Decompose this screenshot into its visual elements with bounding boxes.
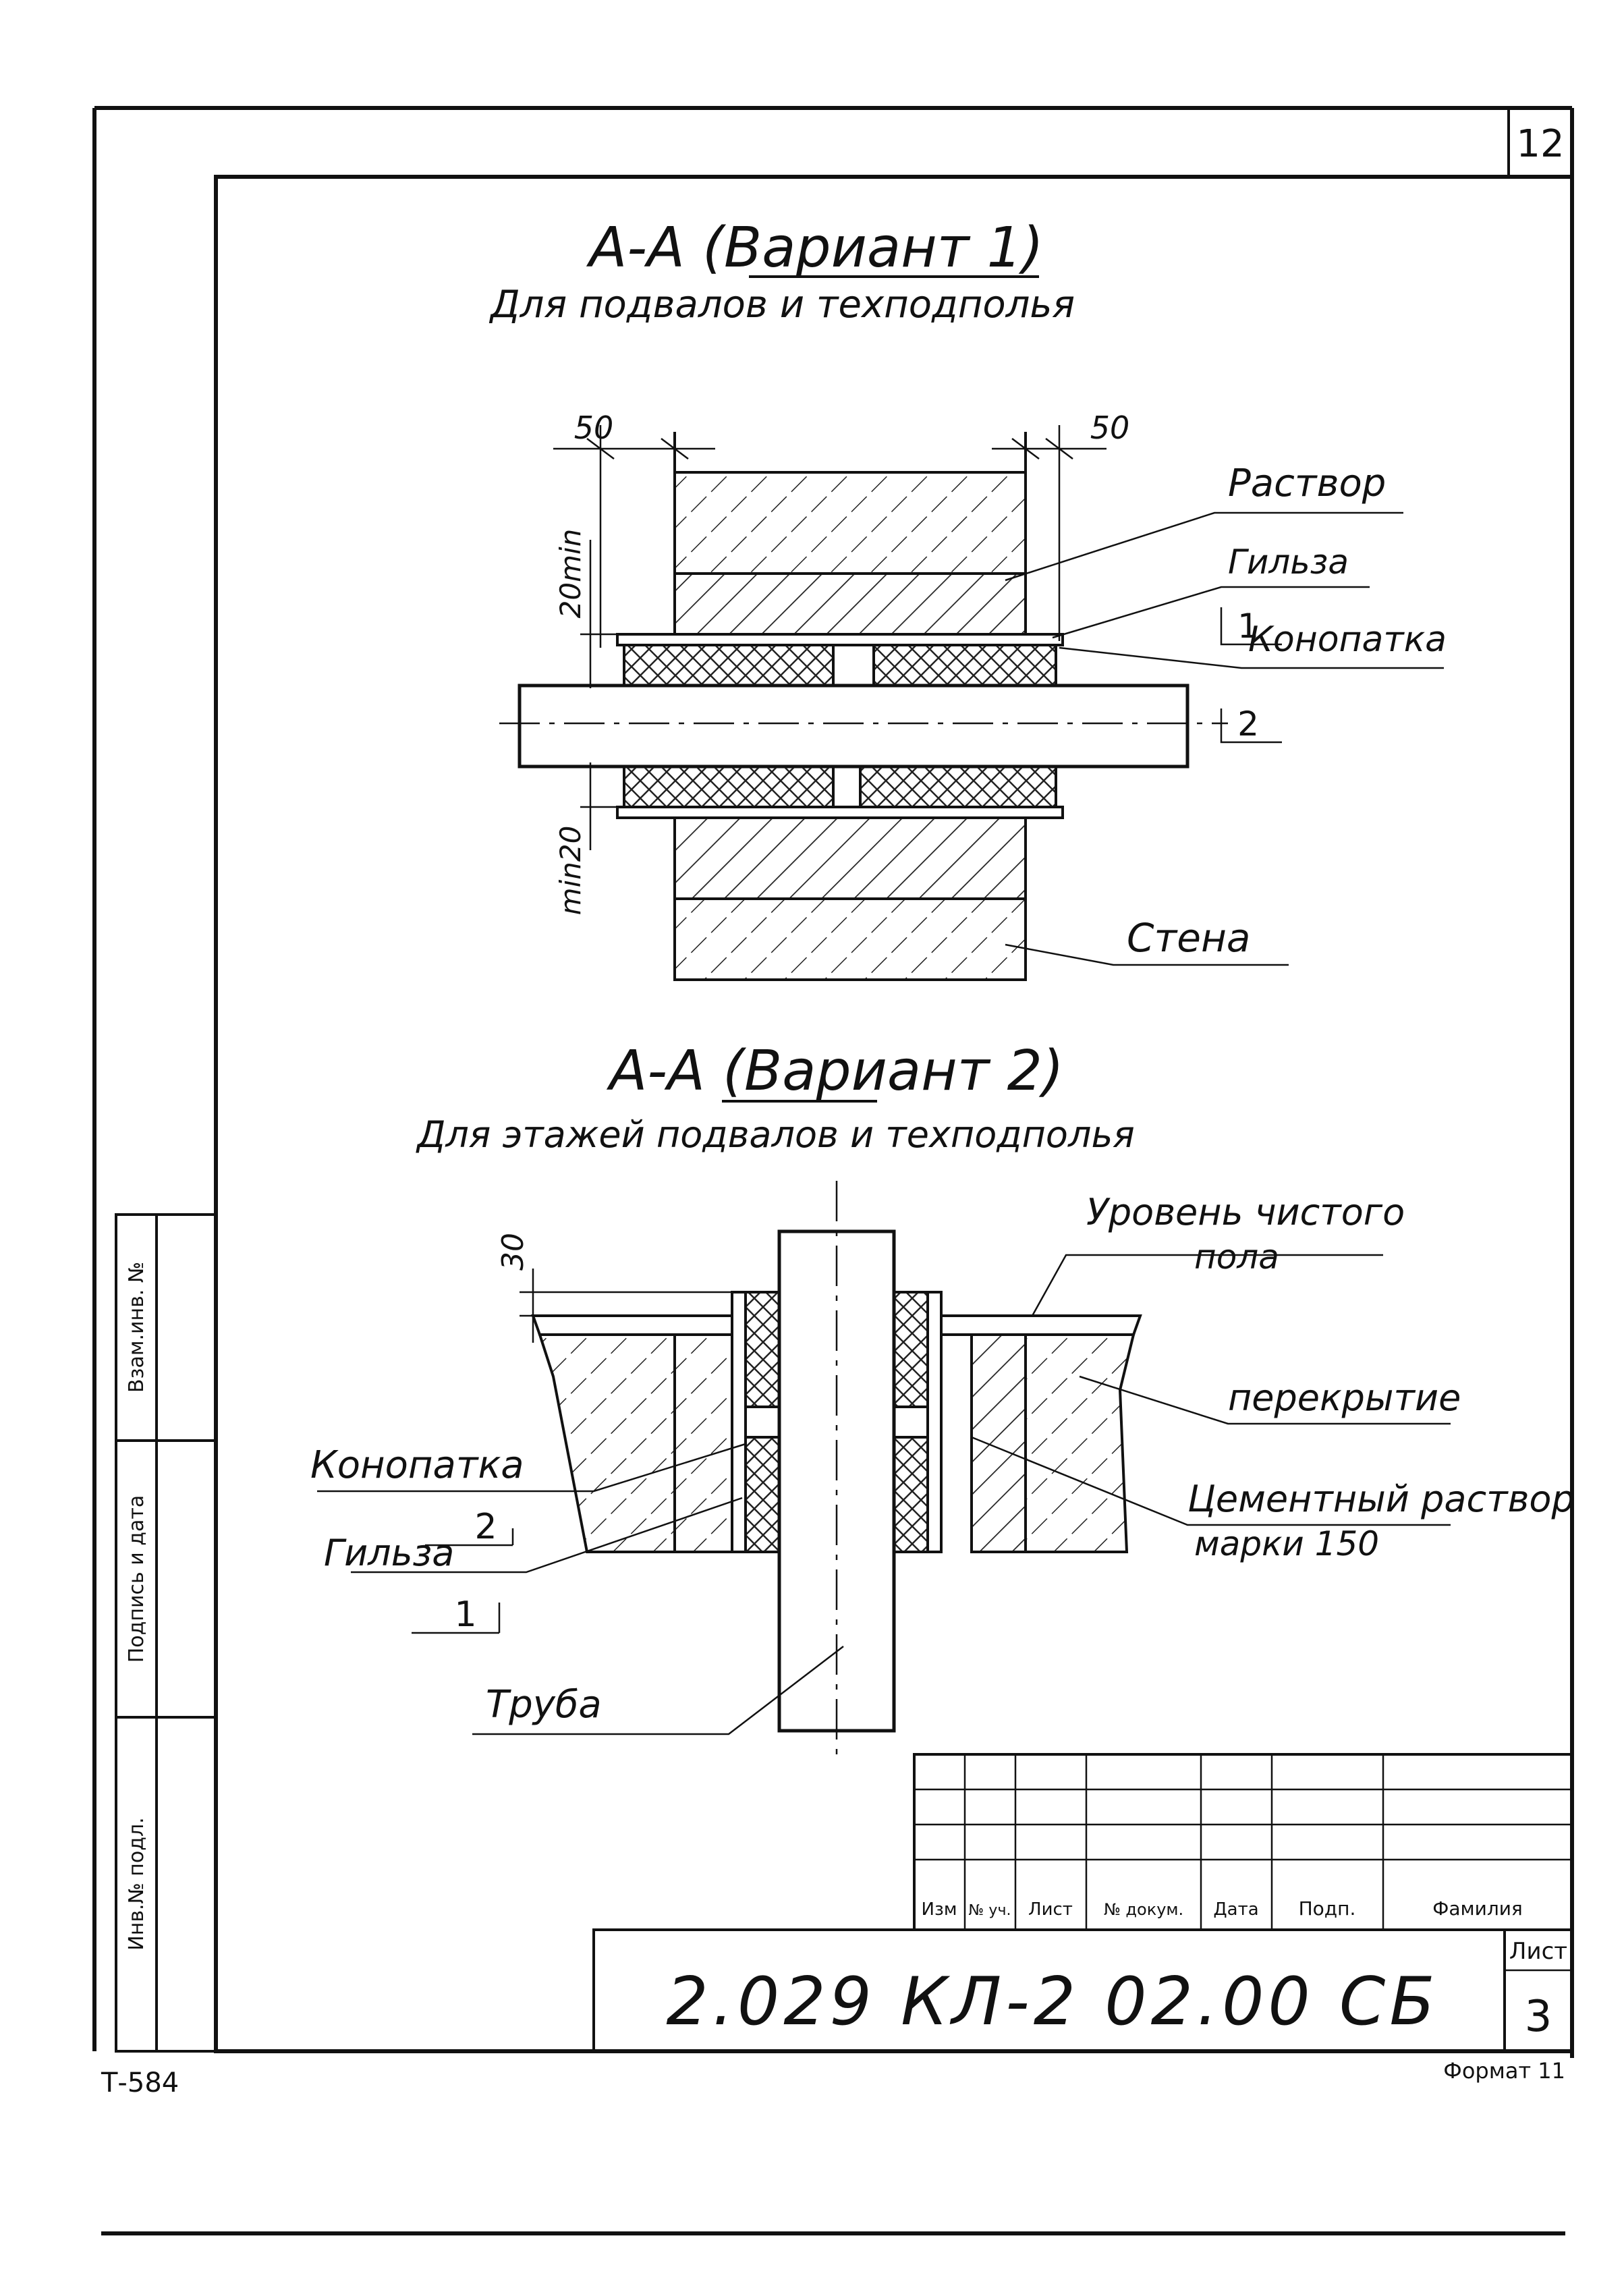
tb-header-familiya: Фамилия [1432,1897,1523,1920]
tb-designation: 2.029 КЛ-2 02.00 СБ [666,1964,1438,2040]
tb-header-nuch: № уч. [969,1902,1011,1919]
stamp-vzam-inv: Взам.инв. № [125,1262,148,1393]
section2-label-gilza: Гильза [324,1532,454,1574]
section2-label-cement-2: марки 150 [1194,1524,1379,1563]
section2-num-konopatka: 2 [474,1507,497,1547]
footer-format: Формат 11 [1443,2058,1565,2084]
tb-sheet-number: 3 [1525,1992,1552,2042]
side-stamp [115,1213,217,2053]
section2-label-level-2: пола [1194,1237,1279,1277]
section1-heading: А-А (Вариант 1) Для подвалов и техподпол… [488,216,1075,327]
section2-label-perekrytie: перекрытие [1228,1376,1461,1419]
section1-label-stena: Стена [1127,915,1250,961]
section1-num-konopatka: 2 [1237,704,1259,744]
section1-label-rastvor: Раствор [1228,462,1386,505]
tb-sheet-label: Лист [1509,1938,1567,1965]
section2-label-konopatka: Конопатка [310,1443,524,1487]
tb-header-izm: Изм [922,1899,957,1920]
stamp-podpis-data: Подпись и дата [125,1495,148,1663]
footer-left-code: Т-584 [101,2067,179,2098]
title-block [592,1753,1573,2053]
section2-label-level-1: Уровень чистого [1086,1191,1405,1233]
section2-drawing [317,1181,1451,1754]
tb-header-data: Дата [1213,1899,1258,1920]
section2-label-cement-1: Цементный раствор [1187,1478,1575,1520]
section1-subtitle: Для подвалов и техподполья [488,283,1075,327]
section2-heading: А-А (Вариант 2) Для этажей подвалов и те… [416,1039,1135,1156]
section1-dim-right: 50 [1090,410,1130,446]
section1-title: А-А (Вариант 1) [586,216,1044,280]
section1-num-gilza: 1 [1237,607,1259,646]
section2-dim-top: 30 [496,1233,530,1271]
section1-drawing [499,425,1444,981]
section1-dim-top: 20min [554,529,587,619]
section1-label-konopatka: Конопатка [1248,619,1447,660]
section2-label-truba: Труба [486,1683,602,1727]
tb-header-ndokum: № докум. [1104,1900,1183,1919]
section2-num-gilza: 1 [454,1594,476,1635]
tb-header-list: Лист [1028,1899,1073,1920]
sheet-corner-number: 12 [1516,122,1564,166]
section1-label-gilza: Гильза [1228,542,1349,582]
tb-header-podp: Подп. [1299,1897,1356,1920]
section1-dim-left: 50 [574,410,614,446]
section2-title: А-А (Вариант 2) [606,1039,1064,1103]
stamp-inv-podl: Инв.№ подл. [125,1817,148,1950]
section2-subtitle: Для этажей подвалов и техподполья [416,1113,1135,1156]
section1-dim-bottom: min20 [554,826,587,916]
